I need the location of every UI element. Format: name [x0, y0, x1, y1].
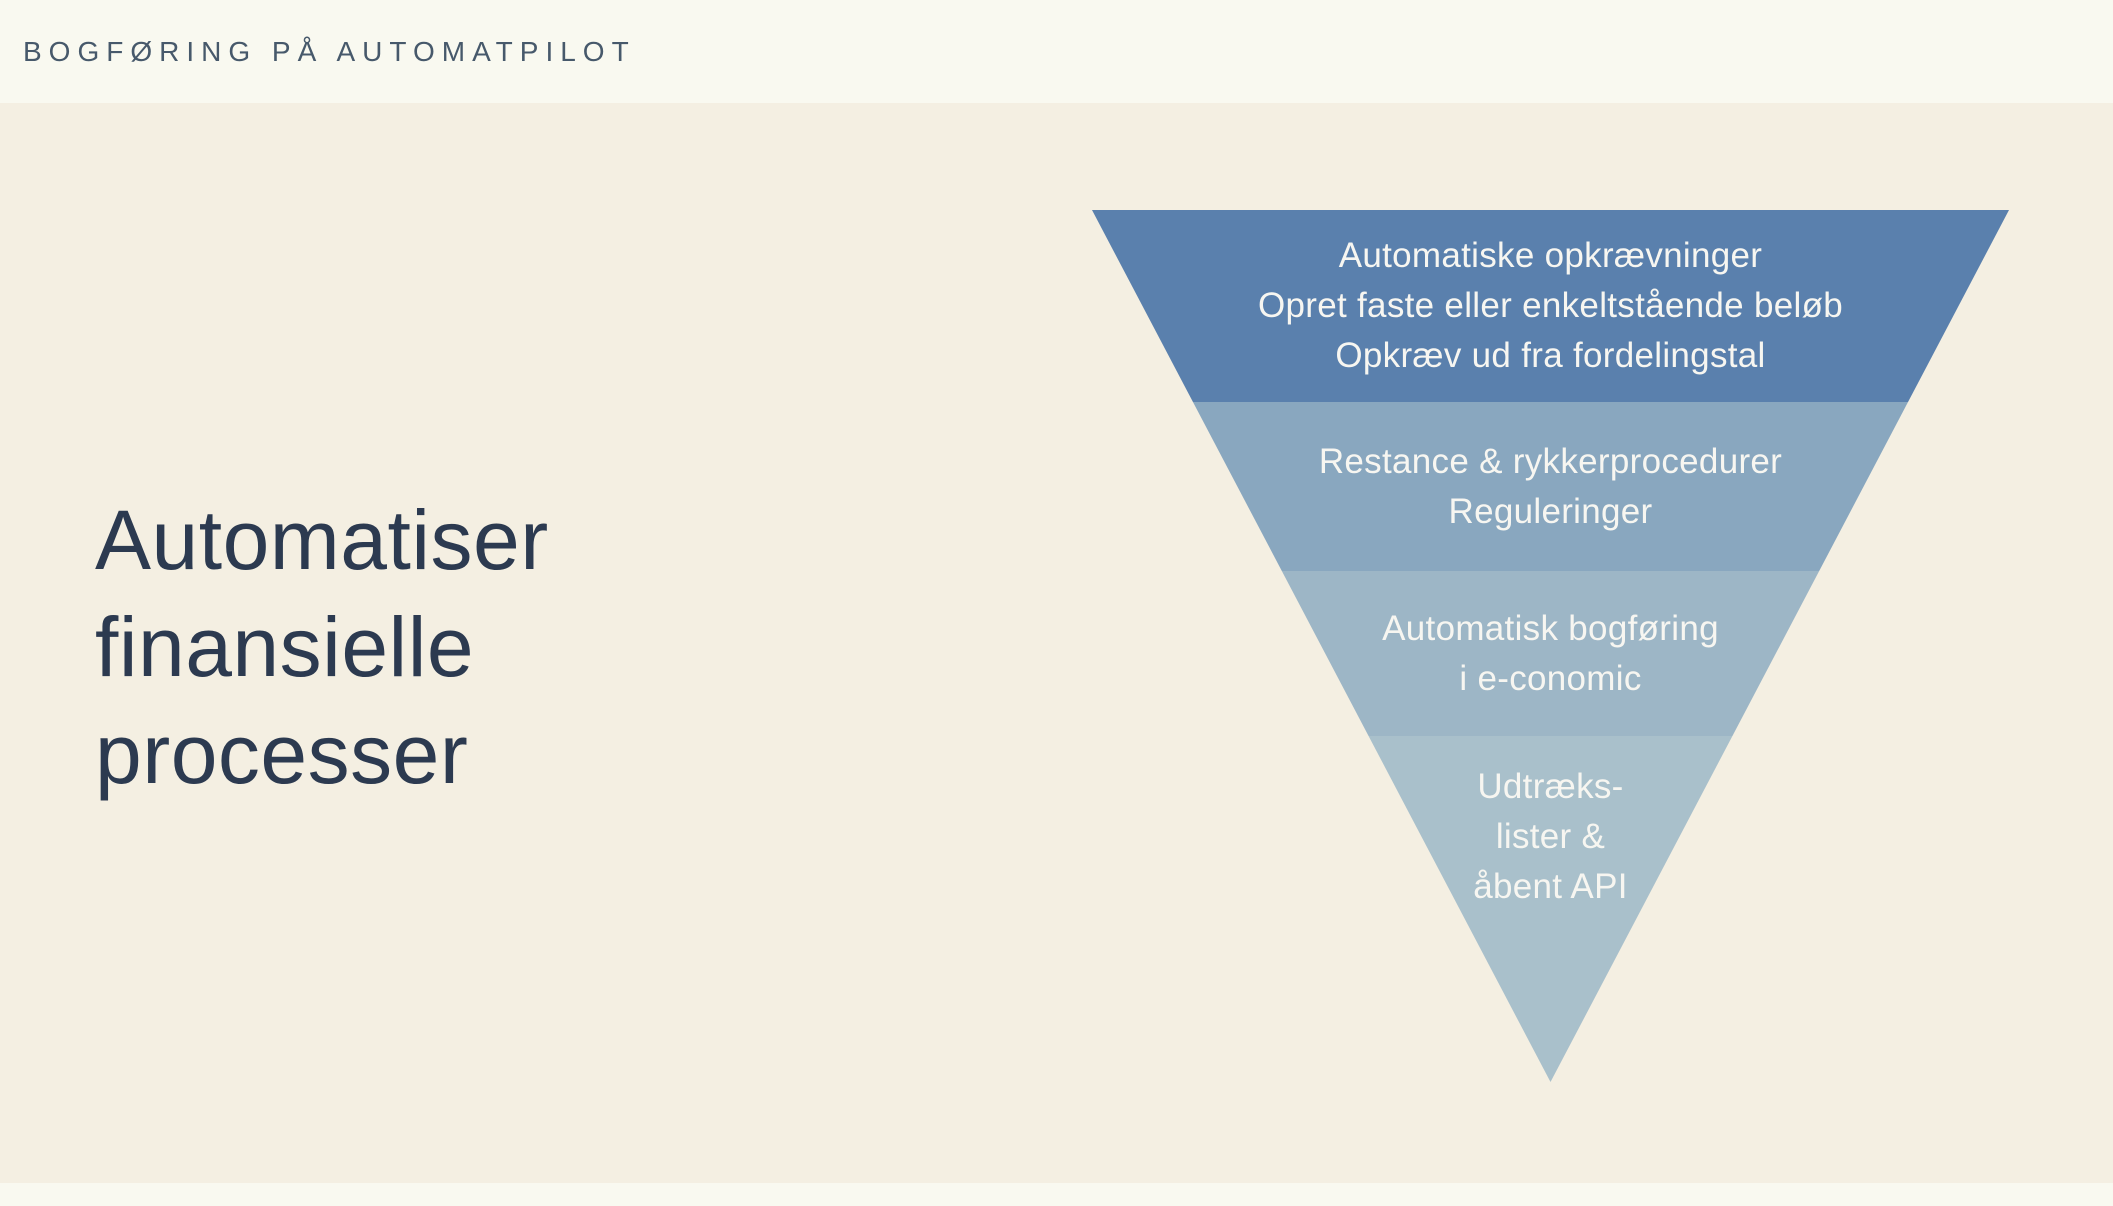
page-title-line-2: finansielle: [95, 600, 475, 694]
bottom-bar: [0, 1183, 2113, 1206]
funnel-tier-export-lists-api: Udtræks- lister & åbent API: [1092, 736, 2009, 1082]
tier-text-line: Opret faste eller enkeltstående beløb: [1257, 286, 1844, 325]
funnel-diagram: Automatiske opkrævninger Opret faste ell…: [1092, 210, 2009, 1082]
tier-text-line: Restance & rykkerprocedurer: [1318, 441, 1783, 481]
funnel-tier-automatic-bookkeeping: Automatisk bogføring i e-conomic: [1092, 571, 2009, 736]
eyebrow-title: BOGFØRING PÅ AUTOMATPILOT: [23, 35, 636, 67]
tier-text-line: åbent API: [1473, 867, 1628, 906]
slide-canvas: Automatiser finansielle processer Automa…: [0, 103, 2113, 1183]
tier-text-line: Reguleringer: [1448, 491, 1653, 531]
page-title-line-1: Automatiser: [95, 493, 549, 587]
tier-text-line: Opkræv ud fra fordelingstal: [1335, 336, 1766, 375]
tier-text-line: lister &: [1495, 817, 1606, 856]
funnel-tier-automatic-billing: Automatiske opkrævninger Opret faste ell…: [1092, 210, 2009, 402]
tier-text-line: i e-conomic: [1459, 658, 1642, 698]
page-title-line-3: processer: [95, 707, 469, 801]
tier-text-line: Automatiske opkrævninger: [1338, 236, 1763, 275]
tier-text-line: Udtræks-: [1477, 767, 1624, 806]
top-bar: BOGFØRING PÅ AUTOMATPILOT: [0, 0, 2113, 103]
tier-text-line: Automatisk bogføring: [1382, 608, 1719, 648]
page-title: Automatiser finansielle processer: [95, 487, 549, 808]
funnel-tier-arrears-reminders: Restance & rykkerprocedurer Reguleringer: [1092, 402, 2009, 571]
